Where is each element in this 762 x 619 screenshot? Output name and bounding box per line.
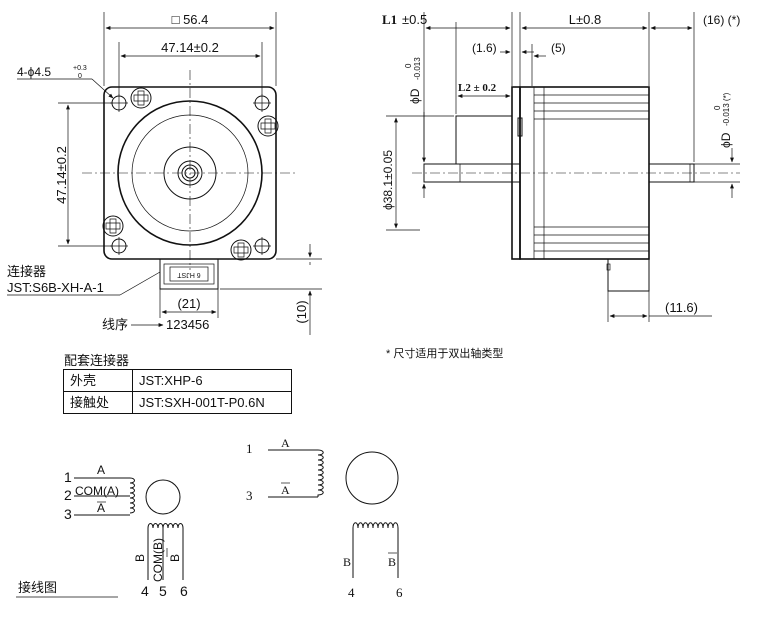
mating-connector-table: 外壳 JST:XHP-6 接触处 JST:SXH-001T-P0.6N — [63, 369, 292, 414]
wl-label-a: A — [97, 463, 105, 477]
wl-label-com-a: COM(A) — [75, 484, 119, 498]
table-cell-part: 外壳 — [63, 369, 133, 392]
wr-pin-1: 1 — [246, 441, 253, 456]
wiring-diagram-left: 1 2 3 A COM(A) A B COM(B) B 4 5 6 接线图 — [16, 463, 188, 599]
front-flange-circle — [117, 100, 263, 246]
dim-phid-left-tol0: 0 — [404, 63, 413, 68]
wl-label-a-bar: A — [97, 501, 105, 515]
wr-pin-3: 3 — [246, 488, 253, 503]
dim-hole-tol-upper: +0.3 — [73, 65, 87, 72]
dim-phid-left: ϕD — [408, 88, 422, 104]
wiring-title: 接线图 — [18, 580, 57, 595]
dim-hole-tol-lower: 0 — [78, 73, 82, 80]
dim-11-6: (11.6) — [665, 300, 698, 315]
wl-label-b: B — [133, 554, 147, 562]
wr-label-b-bar: B — [388, 555, 396, 569]
wl-label-com-b: COM(B) — [151, 538, 165, 582]
wl-rotor — [145, 479, 181, 515]
dim-phid-right-tol0: 0 — [713, 105, 722, 110]
dim-pilot: ϕ38.1±0.05 — [381, 150, 395, 210]
connector-title: 连接器 — [7, 264, 46, 279]
front-connector — [159, 258, 219, 290]
wr-label-a-bar: A — [281, 483, 290, 497]
dim-outer-size: □ 56.4 — [172, 12, 209, 27]
wr-rotor — [345, 451, 399, 505]
dim-l1-tol: ±0.5 — [402, 12, 427, 27]
table-cell-model: JST:XHP-6 — [132, 369, 292, 392]
screws — [102, 87, 279, 261]
wr-label-a: A — [281, 436, 290, 450]
double-shaft-note: * 尺寸适用于双出轴类型 — [386, 346, 503, 360]
connector-model: JST:S6B-XH-A-1 — [7, 280, 104, 295]
dim-hole-pitch-side: 47.14±0.2 — [54, 146, 69, 204]
wr-label-b: B — [343, 555, 351, 569]
wire-order-value: 123456 — [166, 317, 209, 332]
dim-phid-right-tol: -0.013 (*) — [722, 92, 731, 126]
dim-phid-left-tol: -0.013 — [413, 57, 422, 80]
wire-order-label: 线序 — [102, 317, 128, 332]
dim-hole-pitch-top: 47.14±0.2 — [161, 40, 219, 55]
wl-pin-4: 4 — [141, 583, 149, 599]
dim-l1: L1 — [382, 12, 397, 27]
table-row: 外壳 JST:XHP-6 — [63, 369, 292, 392]
dim-connector-width: (21) — [177, 296, 200, 311]
front-view: 6 HJST □ 56.4 47.14±0.2 4-ϕ4.5 +0.3 0 47… — [7, 12, 322, 335]
dim-l2: L2 ± 0.2 — [458, 82, 497, 94]
side-view: L1 ±0.5 L±0.8 (16) (*) (1.6) (5) L2 ± 0.… — [381, 12, 740, 360]
table-cell-part: 接触处 — [63, 391, 133, 414]
dim-hole-spec: 4-ϕ4.5 — [17, 65, 51, 79]
dim-16: (16) (*) — [703, 13, 740, 27]
wl-pin-3: 3 — [64, 506, 72, 522]
dim-1-6: (1.6) — [472, 41, 497, 55]
wr-pin-4: 4 — [348, 585, 355, 600]
dim-5: (5) — [551, 41, 566, 55]
table-row: 接触处 JST:SXH-001T-P0.6N — [63, 391, 292, 414]
mating-connector-title: 配套连接器 — [64, 353, 130, 368]
dim-connector-height: (10) — [294, 300, 309, 323]
wiring-diagram-right: 1 3 A A B B 4 6 — [246, 436, 403, 600]
wl-pin-5: 5 — [159, 583, 167, 599]
wl-pin-1: 1 — [64, 469, 72, 485]
connector-marking: 6 HJST — [177, 271, 201, 278]
dim-phid-right: ϕD — [719, 132, 733, 148]
table-cell-model: JST:SXH-001T-P0.6N — [132, 391, 292, 414]
wl-pin-2: 2 — [64, 487, 72, 503]
wl-label-b-bar: B — [168, 554, 182, 562]
dim-l: L±0.8 — [569, 12, 601, 27]
wr-pin-6: 6 — [396, 585, 403, 600]
wl-pin-6: 6 — [180, 583, 188, 599]
